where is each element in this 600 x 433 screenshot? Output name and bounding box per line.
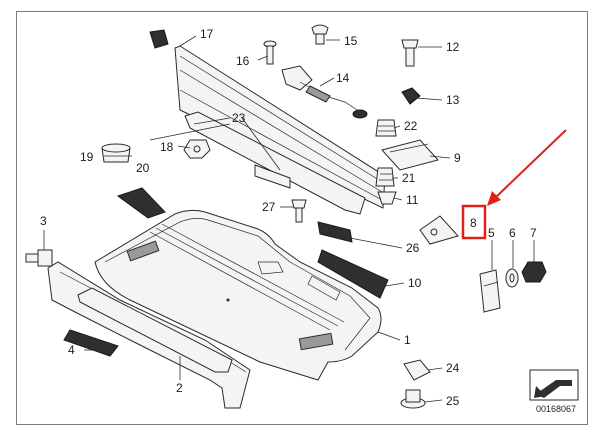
callout-18: 18	[160, 140, 174, 154]
clip-13	[401, 87, 421, 105]
callout-6: 6	[509, 226, 516, 240]
bracket-8	[419, 215, 459, 245]
callout-23: 23	[232, 111, 246, 125]
fastener-21	[375, 167, 395, 187]
strap-assembly-part	[281, 65, 368, 119]
buffer-24	[403, 359, 431, 381]
clip-12	[401, 39, 419, 67]
callout-25: 25	[446, 394, 460, 408]
callout-11: 11	[406, 193, 419, 207]
screw-27	[291, 199, 307, 223]
screw-16	[263, 40, 277, 65]
felt-strip-10	[317, 249, 389, 299]
bolt-15	[311, 24, 329, 45]
pad-26	[317, 221, 353, 243]
callout-15: 15	[344, 34, 358, 48]
callout-3: 3	[40, 214, 47, 228]
callout-7: 7	[530, 226, 537, 240]
rear-shelf-part	[94, 209, 382, 381]
washer-6	[505, 268, 519, 288]
bracket-5	[479, 269, 501, 313]
callout-27: 27	[262, 200, 276, 214]
grommet-22	[375, 119, 397, 137]
cover-20	[116, 187, 166, 219]
red-arrow-icon	[487, 129, 567, 206]
direction-symbol-icon	[529, 369, 579, 401]
callout-8: 8	[470, 216, 477, 230]
callout-12: 12	[446, 40, 460, 54]
callout-16: 16	[236, 54, 250, 68]
callout-22: 22	[404, 119, 418, 133]
callout-labels: 17 15 16 12 14 13 23 22 18 19 9 20 21 11…	[40, 27, 537, 408]
callout-2: 2	[176, 381, 183, 395]
callout-17: 17	[200, 27, 214, 41]
diagram-code: 00168067	[536, 404, 576, 414]
bolt-3	[25, 249, 53, 267]
clip-11	[377, 191, 397, 205]
leader-lines	[43, 35, 535, 403]
highlighted-callout-8[interactable]: 8	[461, 204, 487, 240]
nut-18	[183, 139, 211, 159]
callout-19: 19	[80, 150, 94, 164]
callout-1: 1	[404, 333, 411, 347]
callout-4: 4	[68, 343, 75, 357]
callout-21: 21	[402, 171, 416, 185]
callout-14: 14	[336, 71, 350, 85]
callout-5: 5	[488, 226, 495, 240]
cap-25	[400, 389, 426, 409]
callout-13: 13	[446, 93, 460, 107]
callout-20: 20	[136, 161, 150, 175]
callout-26: 26	[406, 241, 420, 255]
callout-10: 10	[408, 276, 422, 290]
nut-7	[521, 261, 547, 283]
callout-9: 9	[454, 151, 461, 165]
callout-24: 24	[446, 361, 460, 375]
plate-4	[63, 329, 119, 357]
cap-19	[101, 143, 131, 163]
bracket-9	[381, 139, 439, 171]
trim-strip-part	[47, 261, 251, 409]
